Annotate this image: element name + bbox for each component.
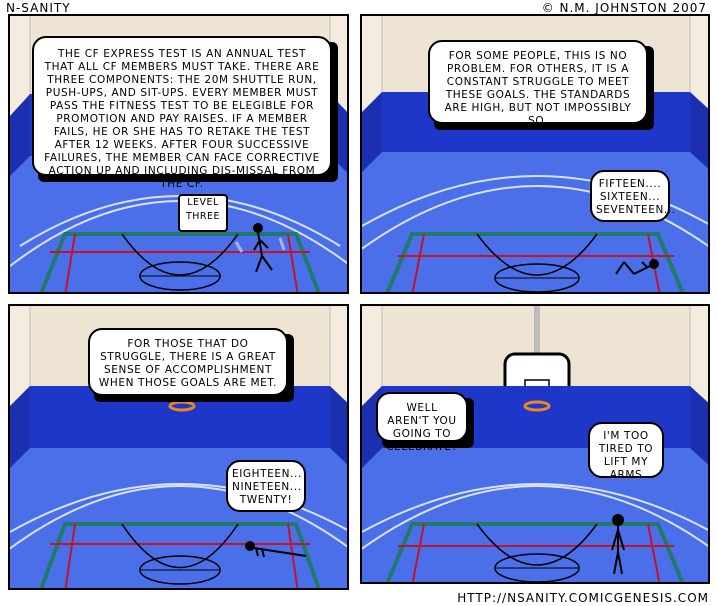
panel-3: FOR THOSE THAT DO STRUGGLE, THERE IS A G… <box>8 304 349 590</box>
panel-2: FOR SOME PEOPLE, THIS IS NO PROBLEM. FOR… <box>360 14 710 294</box>
speech-bubble-tired: I'M TOO TIRED TO LIFT MY ARMS <box>588 422 664 481</box>
level-sign-line1: LEVEL <box>187 197 219 208</box>
narration-caption: FOR SOME PEOPLE, THIS IS NO PROBLEM. FOR… <box>428 40 648 127</box>
stick-figure-standing <box>611 514 625 575</box>
comic-title: N-SANITY <box>6 1 71 15</box>
comic-url[interactable]: HTTP://NSANITY.COMICGENESIS.COM <box>457 591 709 605</box>
stick-figure-pushups <box>245 541 307 558</box>
stick-figure-situps <box>615 259 659 275</box>
copyright: © N.M. JOHNSTON 2007 <box>541 1 707 15</box>
narration-caption: THE CF EXPRESS TEST IS AN ANNUAL TEST TH… <box>32 36 332 190</box>
stick-figure-runner <box>253 223 273 273</box>
speech-bubble-celebrate: WELL AREN'T YOU GOING TO CELEBRATE? <box>376 392 468 453</box>
speech-bubble-counting: FIFTEEN.... SIXTEEN... SEVENTEEN... <box>590 170 675 222</box>
panel-1: THE CF EXPRESS TEST IS AN ANNUAL TEST TH… <box>8 14 349 294</box>
speech-bubble-counting: EIGHTEEN... NINETEEN... TWENTY! <box>226 460 306 512</box>
level-sign: LEVEL THREE <box>178 194 228 232</box>
level-sign-line2: THREE <box>185 211 221 222</box>
panel-4: WELL AREN'T YOU GOING TO CELEBRATE? I'M … <box>360 304 710 584</box>
narration-caption: FOR THOSE THAT DO STRUGGLE, THERE IS A G… <box>88 328 288 396</box>
